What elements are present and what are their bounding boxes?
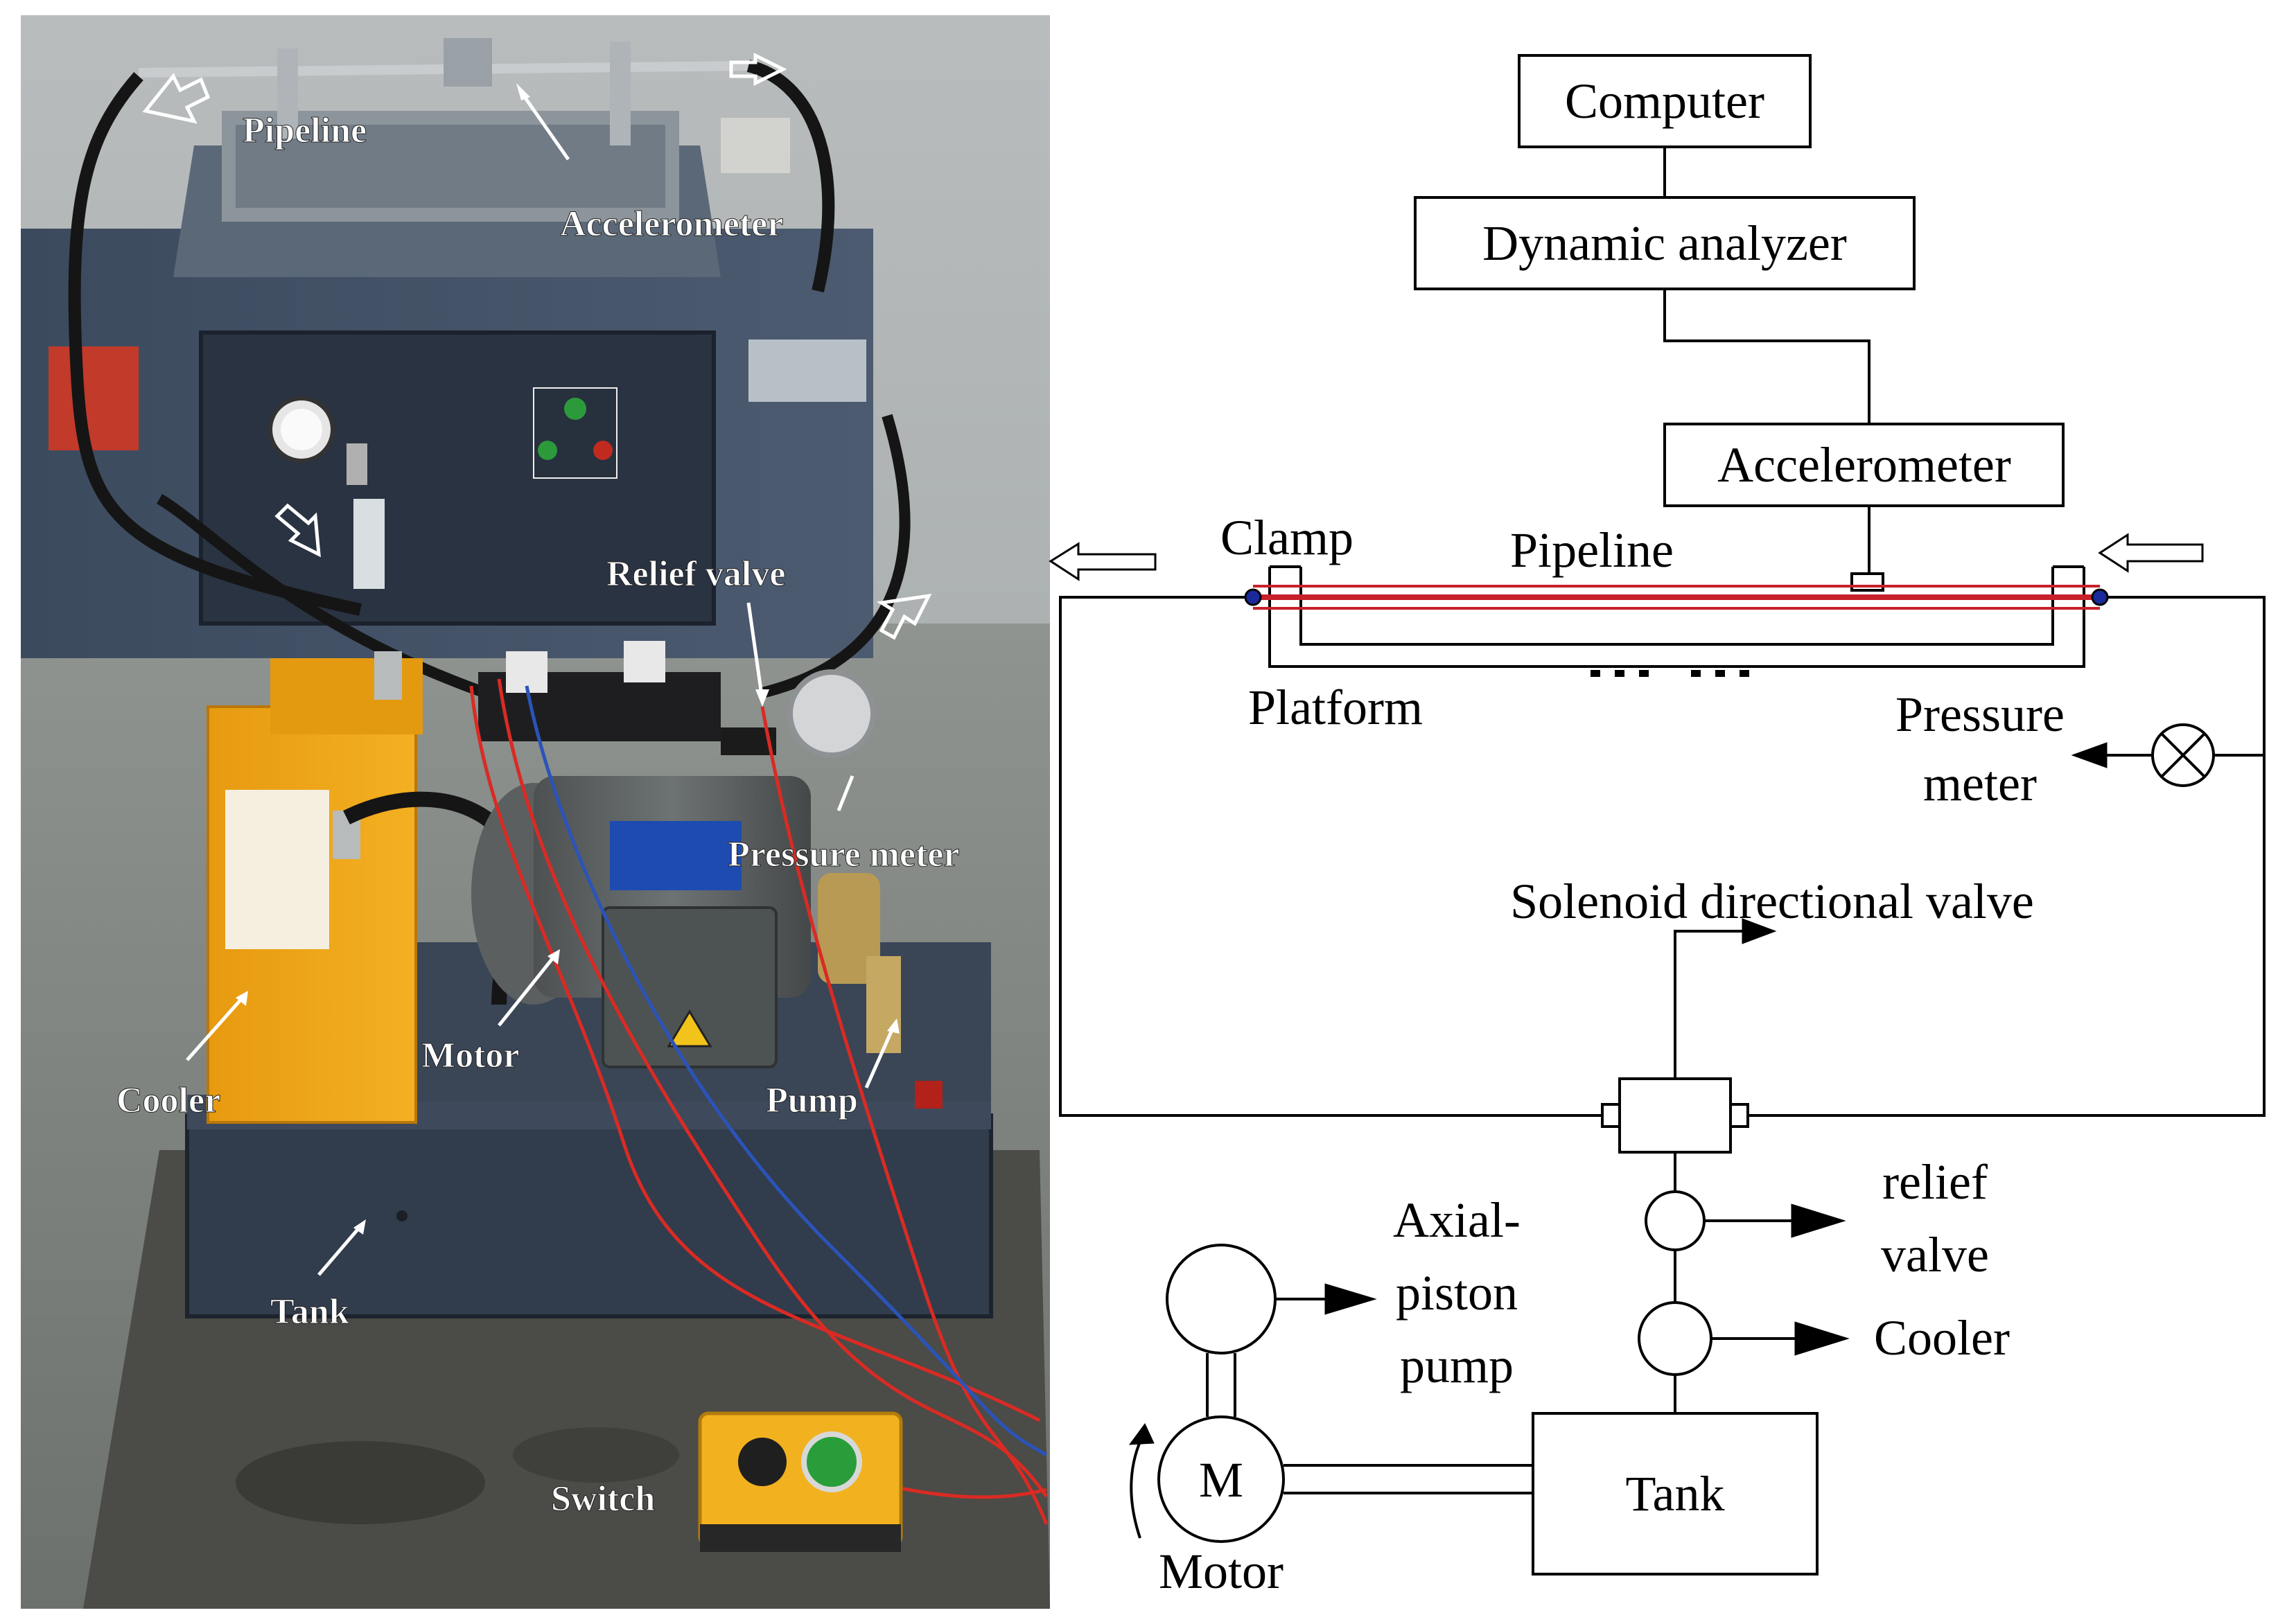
- dynamic-analyzer-box: [1414, 196, 1916, 290]
- diagram-label-relief: relief: [1882, 1154, 1988, 1210]
- computer-box: [1518, 54, 1812, 148]
- circuit-loop: [1059, 596, 1602, 1117]
- cooler-symbol: [1638, 1301, 1712, 1376]
- solenoid-valve-box: [1618, 1077, 1732, 1154]
- tank-box: [1532, 1412, 1819, 1576]
- motor-symbol: [1157, 1415, 1285, 1543]
- diagram-label-axial: Axial-: [1393, 1192, 1521, 1248]
- diagram-label-cooler: Cooler: [1874, 1310, 2010, 1366]
- diagram-label-platform: Platform: [1248, 680, 1423, 735]
- test-rig-photo: Pipeline Accelerometer Relief valve Pres…: [21, 15, 1050, 1609]
- photo-label-cooler: Cooler: [116, 1081, 220, 1120]
- platform-outline: [1268, 567, 2085, 668]
- diagram-label-pipeline: Pipeline: [1510, 522, 1674, 578]
- diagram-label-computer: Computer: [1565, 73, 1764, 129]
- diagram-label-pressure: Pressure: [1895, 687, 2065, 742]
- diagram-label-valve: valve: [1881, 1227, 1989, 1282]
- flow-arrow-outlet-icon: [1049, 542, 1157, 581]
- photo-label-accelerometer: Accelerometer: [560, 204, 783, 244]
- photo-label-pipeline: Pipeline: [243, 111, 367, 150]
- flow-arrow-inlet-icon: [2098, 533, 2204, 573]
- axial-piston-pump-symbol: [1166, 1244, 1277, 1354]
- accelerometer-box: [1663, 423, 2065, 507]
- photo-label-tank: Tank: [270, 1292, 349, 1332]
- diagram-label-motor: Motor: [1159, 1544, 1283, 1599]
- photo-label-motor: Motor: [421, 1036, 519, 1075]
- diagram-label-tank: Tank: [1626, 1466, 1725, 1521]
- photo-label-pressure-meter: Pressure meter: [728, 835, 959, 874]
- diagram-label-motor-symbol: M: [1199, 1452, 1243, 1508]
- schematic-diagram: Computer Dynamic analyzer Accelerometer …: [1049, 54, 2266, 1599]
- photo-label-switch: Switch: [551, 1479, 655, 1519]
- photo-label-pump: Pump: [766, 1081, 858, 1120]
- relief-valve-symbol: [1645, 1190, 1706, 1251]
- diagram-label-meter: meter: [1923, 756, 2037, 811]
- diagram-label-pump: pump: [1400, 1338, 1514, 1393]
- diagram-label-solenoid-valve: Solenoid directional valve: [1510, 874, 2034, 929]
- photo-label-relief-valve: Relief valve: [606, 554, 785, 594]
- diagram-label-dynamic-analyzer: Dynamic analyzer: [1482, 215, 1847, 271]
- diagram-label-piston: piston: [1396, 1265, 1518, 1321]
- diagram-label-accelerometer: Accelerometer: [1717, 437, 2011, 493]
- diagram-label-clamp: Clamp: [1220, 510, 1353, 565]
